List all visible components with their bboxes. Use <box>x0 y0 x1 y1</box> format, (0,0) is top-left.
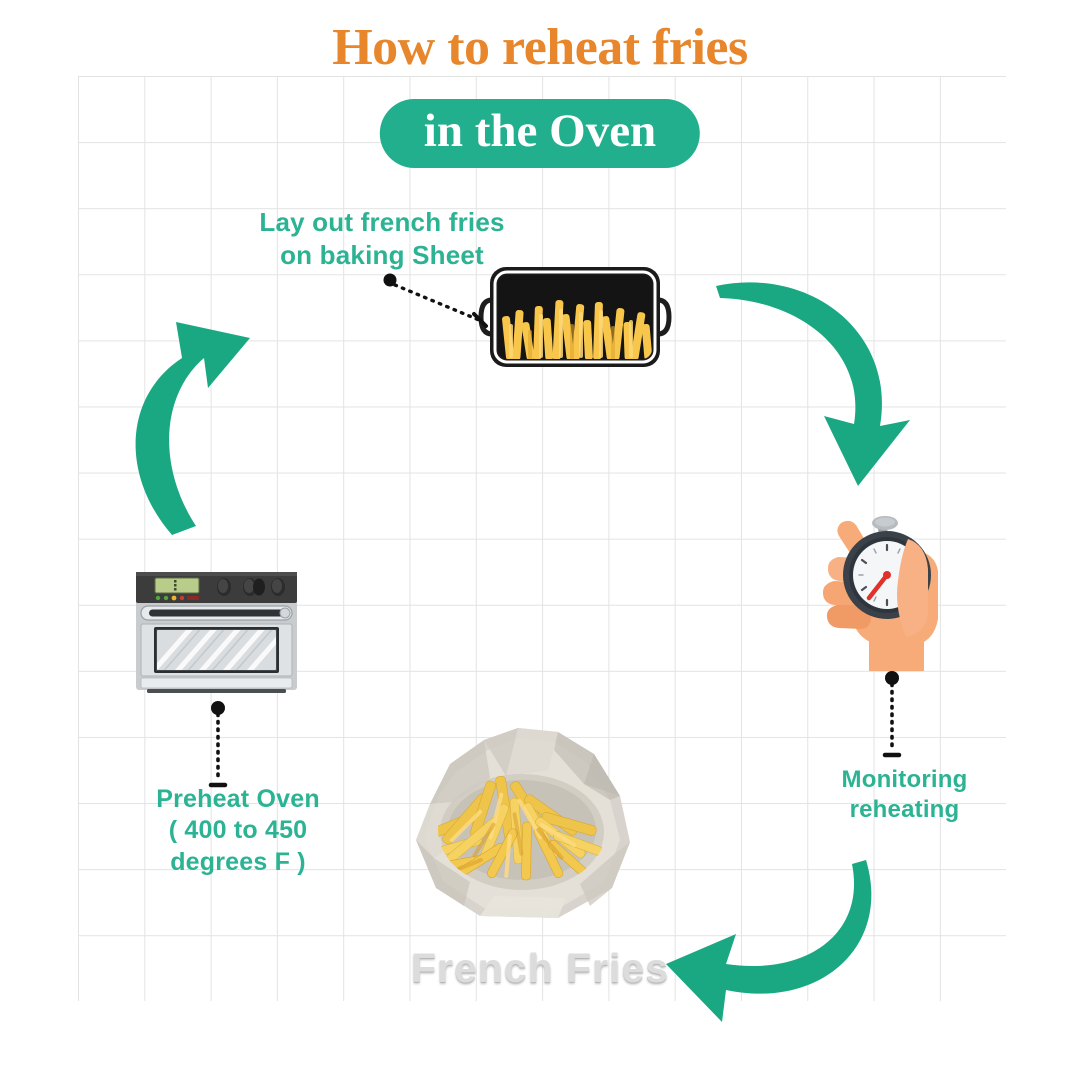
step-caption-preheat-oven: Preheat Oven ( 400 to 450 degrees F ) <box>156 785 320 876</box>
french-fries-watermark: French Fries <box>410 945 670 991</box>
step-caption-monitoring-reheating: Monitoring reheating <box>841 766 968 823</box>
french-fries-photo <box>398 692 648 942</box>
arrow-down-right-icon <box>690 258 915 493</box>
leader-line-baking-sheet <box>382 272 494 330</box>
oven-icon <box>133 568 300 695</box>
leader-line-stopwatch <box>872 670 912 762</box>
leader-line-oven <box>198 700 238 792</box>
stopwatch-in-hand-icon <box>812 513 957 673</box>
arrow-up-right-icon <box>110 300 290 535</box>
subtitle-pill: in the Oven <box>379 99 701 168</box>
arrow-left-icon <box>660 838 915 1023</box>
subtitle-pill-label: in the Oven <box>423 105 657 157</box>
step-caption-lay-out-fries: Lay out french fries on baking Sheet <box>259 207 505 270</box>
baking-sheet-icon <box>478 264 672 370</box>
page-title: How to reheat fries <box>332 19 748 76</box>
